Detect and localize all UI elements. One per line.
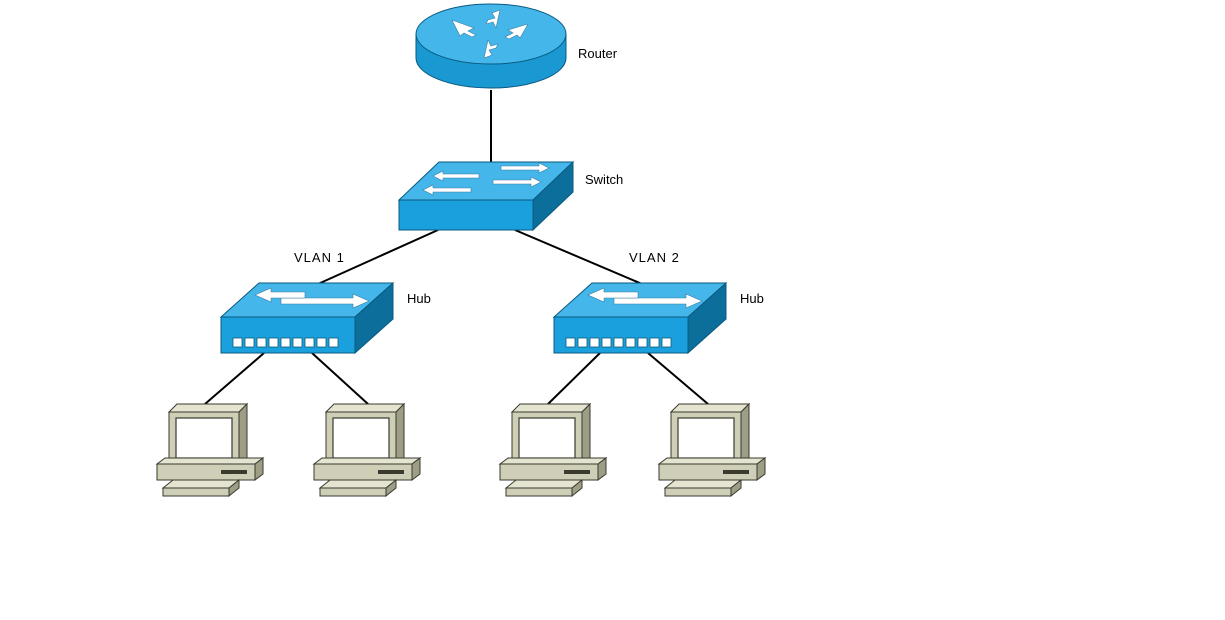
vlan-2-label: VLAN 2: [629, 250, 680, 265]
router-label: Router: [578, 46, 618, 61]
vlan-1-label: VLAN 1: [294, 250, 345, 265]
link-hub-left-pc-2: [311, 352, 369, 405]
switch-icon: [398, 161, 574, 231]
hub-left-label: Hub: [407, 291, 431, 306]
link-hub-right-pc-4: [647, 352, 709, 405]
link-switch-hub-right: [514, 229, 643, 285]
link-hub-left-pc-1: [204, 352, 265, 405]
link-hub-right-pc-3: [547, 352, 601, 405]
workstation-icon-4: [658, 403, 766, 497]
workstation-icon-1: [156, 403, 264, 497]
links: [204, 90, 709, 405]
switch-label: Switch: [585, 172, 624, 187]
workstation-icon-2: [313, 403, 421, 497]
workstation-icon-3: [499, 403, 607, 497]
hub-right-label: Hub: [740, 291, 764, 306]
hub-icon-right: [553, 282, 727, 354]
hub-icon-left: [220, 282, 394, 354]
link-switch-hub-left: [317, 229, 439, 285]
router-icon: [415, 3, 567, 89]
